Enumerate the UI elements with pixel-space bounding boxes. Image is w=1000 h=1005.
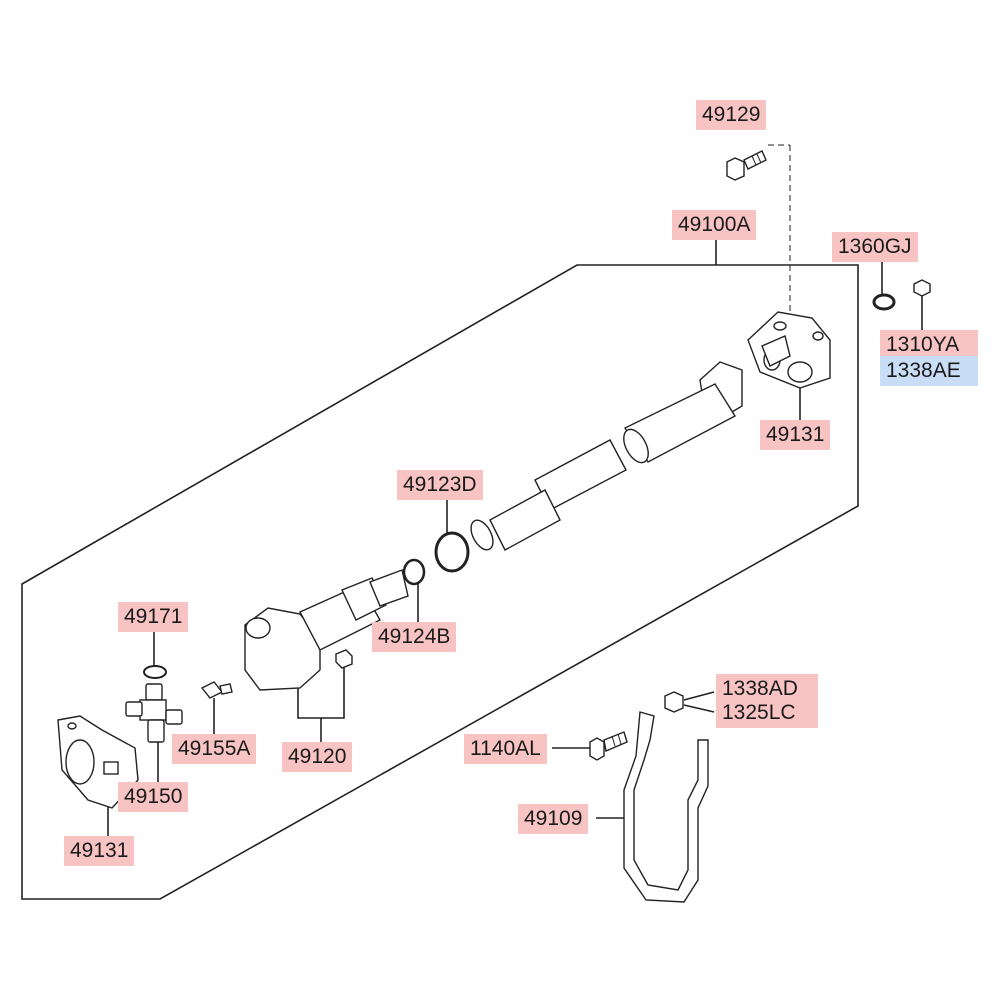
label-49131-rear[interactable]: 49131: [64, 836, 135, 866]
label-1360GJ[interactable]: 1360GJ: [832, 232, 918, 262]
label-1310YA[interactable]: 1310YA: [880, 330, 978, 360]
label-1325LC[interactable]: 1325LC: [716, 698, 818, 728]
universal-joint-49150: [125, 683, 183, 743]
nut-1338AD: [664, 691, 684, 713]
slip-yoke-49120: [244, 569, 409, 691]
nut-1310YA: [913, 279, 931, 297]
propeller-shaft-tube: [470, 361, 743, 551]
label-49155A[interactable]: 49155A: [172, 734, 257, 764]
grease-fitting-49155A: [200, 681, 233, 699]
label-49120[interactable]: 49120: [282, 742, 353, 772]
label-49150[interactable]: 49150: [118, 782, 189, 812]
snap-ring-49171: [143, 665, 167, 679]
label-49124B[interactable]: 49124B: [372, 622, 457, 652]
label-49100A[interactable]: 49100A: [672, 210, 757, 240]
bolt-49129: [726, 150, 767, 181]
label-1140AL[interactable]: 1140AL: [464, 734, 547, 764]
washer-49124B: [402, 558, 426, 586]
label-49131-front[interactable]: 49131: [760, 420, 831, 450]
label-49109[interactable]: 49109: [518, 804, 589, 834]
flange-yoke-front: [747, 311, 831, 389]
label-49123D[interactable]: 49123D: [397, 470, 483, 500]
assembly-boundary: [21, 264, 859, 900]
label-49171[interactable]: 49171: [118, 602, 189, 632]
bracket-49109: [623, 711, 709, 903]
label-1338AE[interactable]: 1338AE: [880, 356, 978, 386]
label-49129[interactable]: 49129: [696, 100, 767, 130]
washer-1360GJ: [872, 293, 896, 311]
ring-49123D: [434, 531, 470, 573]
bolt-1140AL: [589, 731, 628, 761]
leader-lines: [107, 144, 923, 836]
